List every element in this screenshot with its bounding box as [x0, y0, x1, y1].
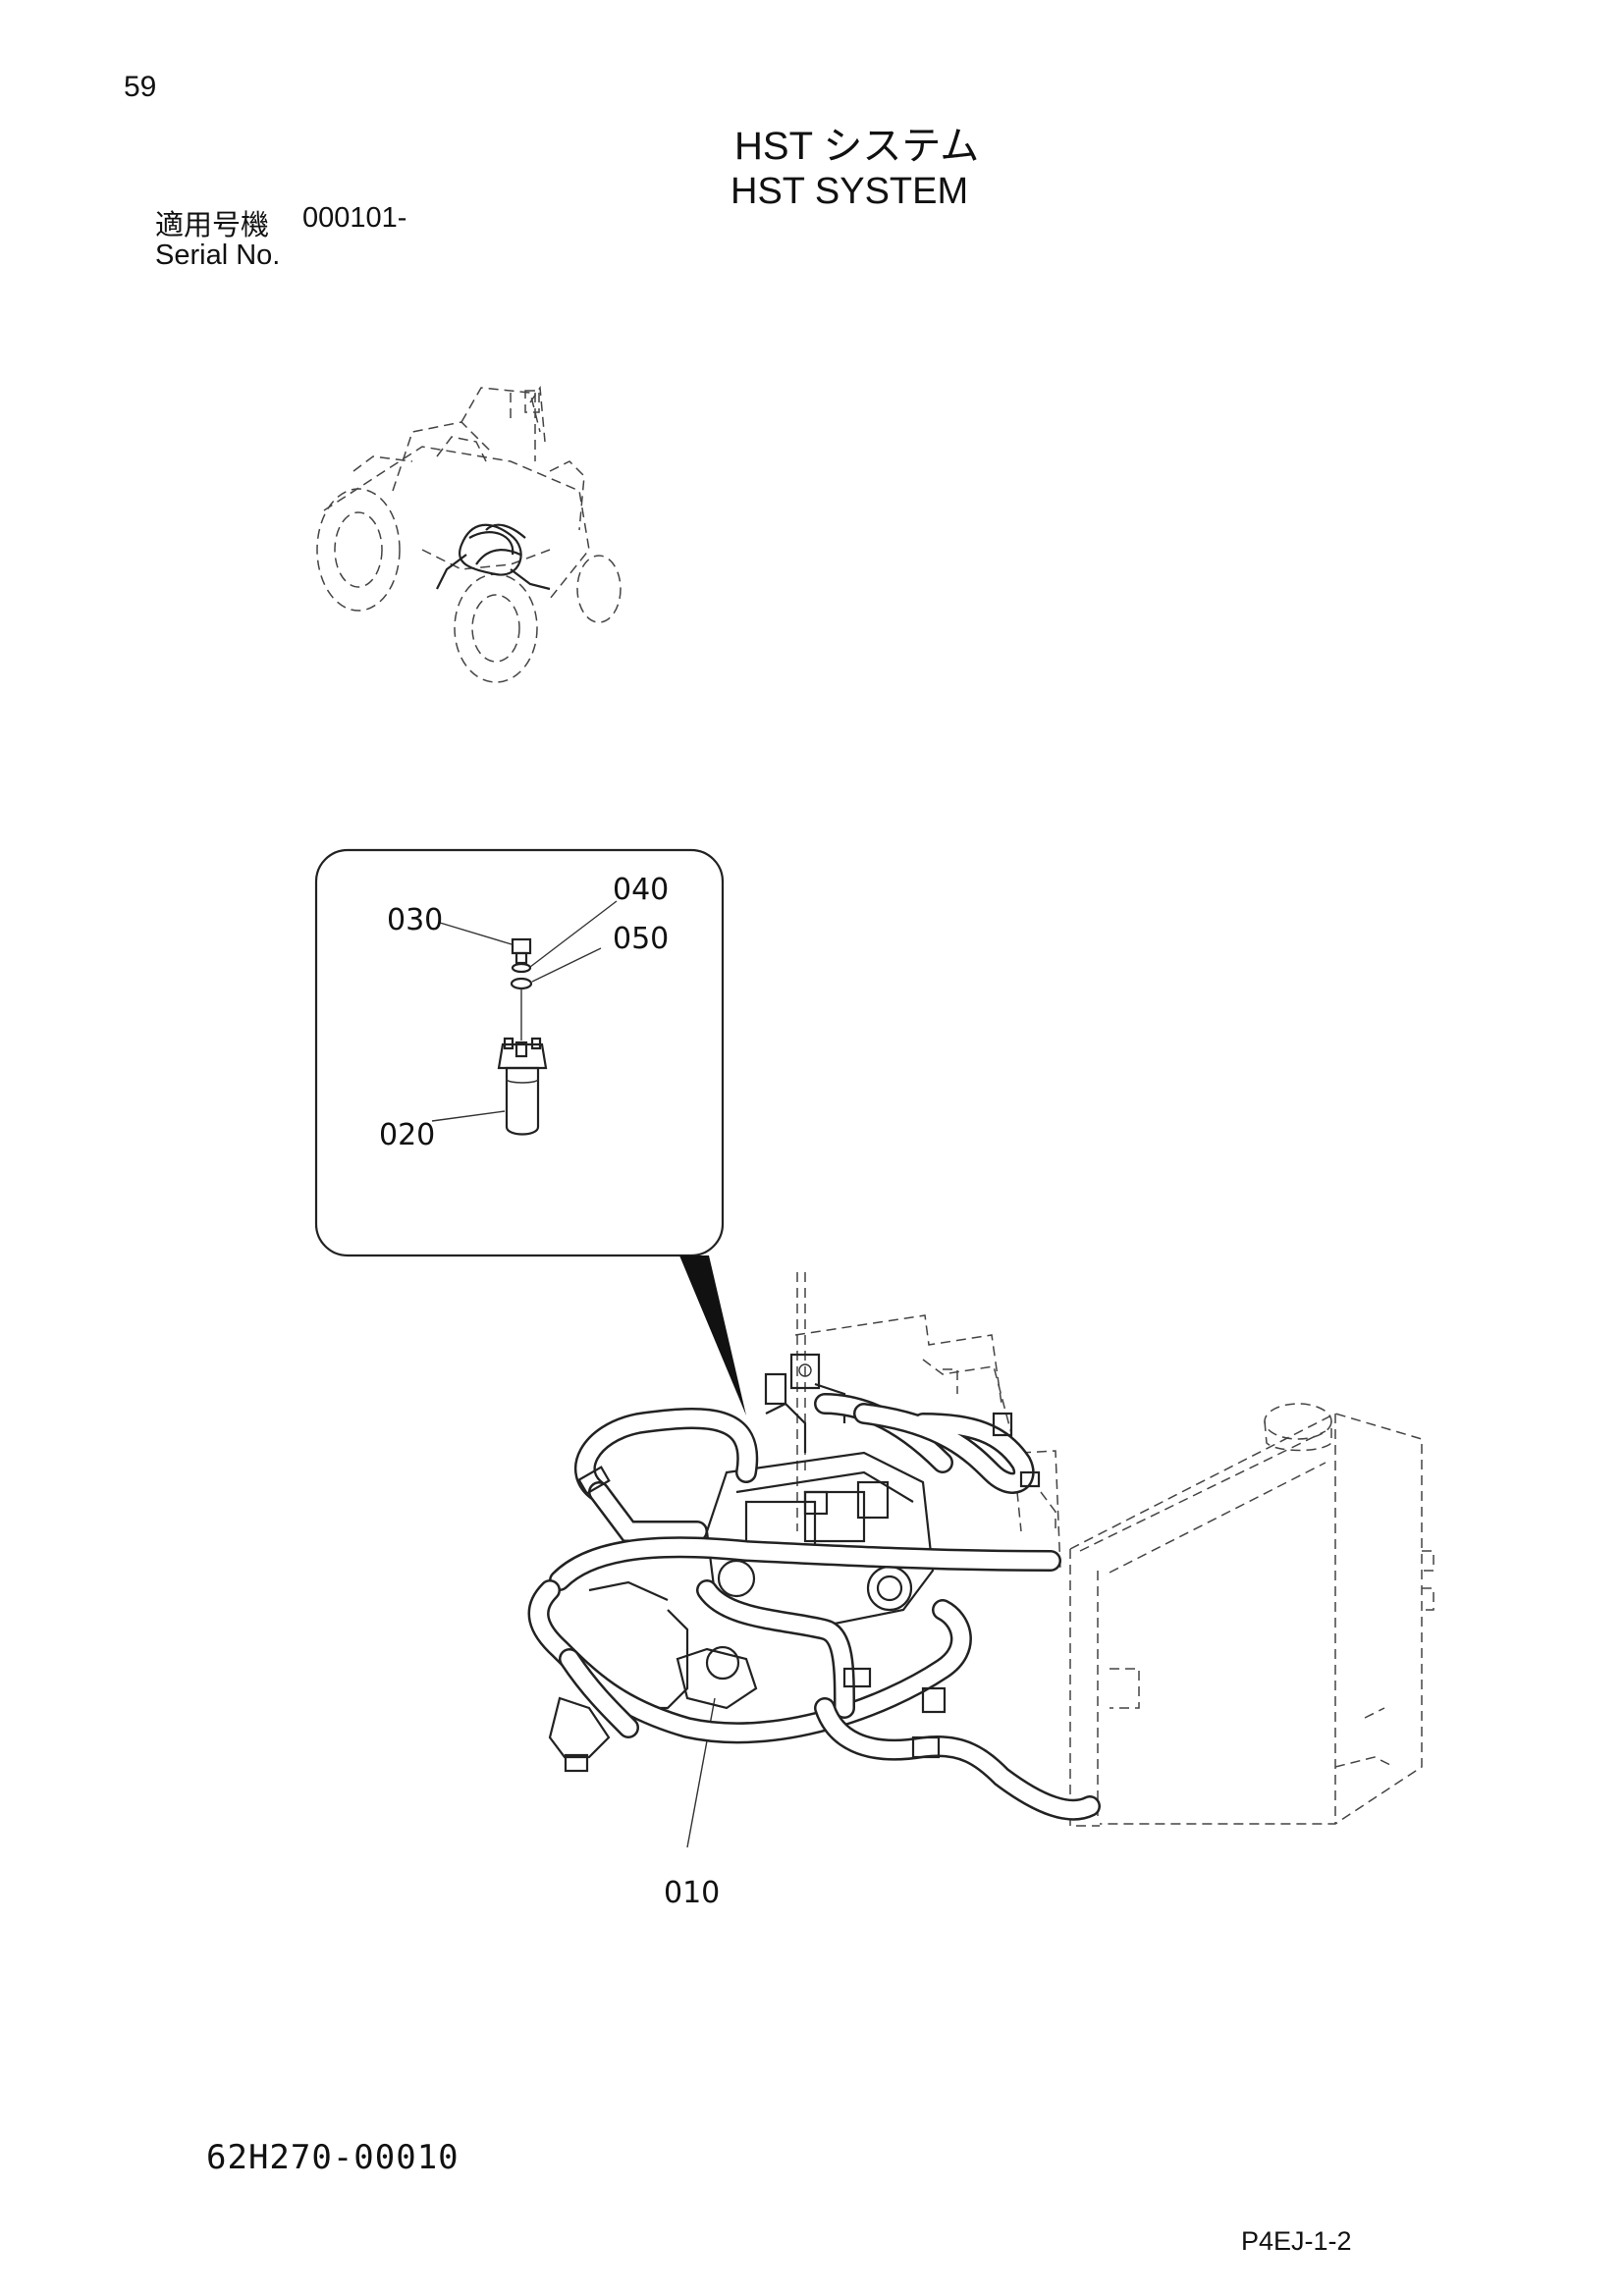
- callout-050: 050: [613, 922, 669, 956]
- callout-010: 010: [664, 1876, 720, 1910]
- page-title-english: HST SYSTEM: [731, 171, 969, 212]
- page-title-japanese: HST システム: [734, 125, 980, 168]
- page-code: P4EJ-1-2: [1241, 2226, 1352, 2256]
- assembly-part-number: 62H270-00010: [206, 2138, 460, 2177]
- hydraulic-filter-detail: [497, 937, 548, 1136]
- filter-detail-box: [314, 848, 746, 1415]
- page-number: 59: [124, 71, 157, 103]
- callout-030: 030: [387, 903, 443, 937]
- callout-040: 040: [613, 873, 669, 907]
- callout-020: 020: [379, 1118, 435, 1152]
- callout-leaders: [431, 900, 716, 1848]
- serial-label-english: Serial No.: [155, 240, 281, 271]
- machine-overview-thumbnail: [316, 385, 622, 683]
- serial-number-value: 000101-: [302, 202, 407, 234]
- hst-assembly-drawing: [527, 1272, 1435, 1827]
- serial-label-japanese: 適用号機: [155, 210, 270, 241]
